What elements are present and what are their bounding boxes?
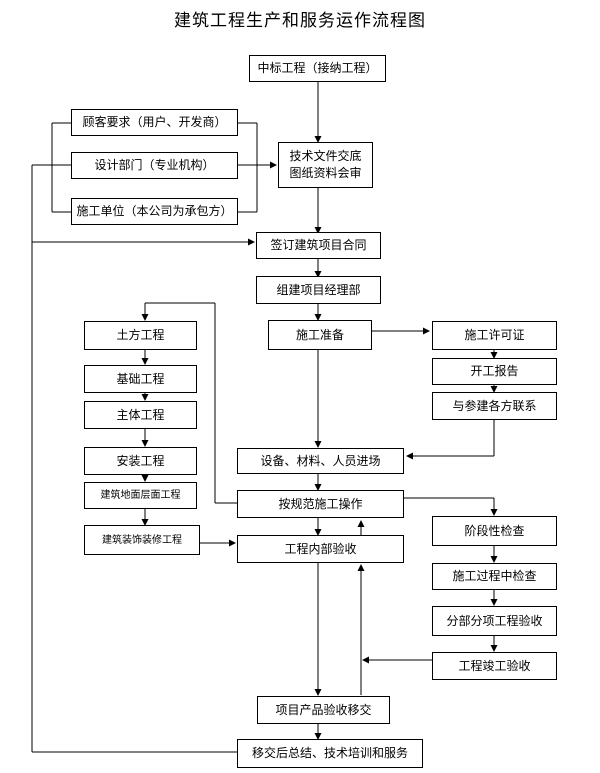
entry-box: 设备、材料、人员进场 <box>237 448 404 474</box>
earthwork-box: 土方工程 <box>84 321 197 350</box>
bid-box: 中标工程（接纳工程） <box>249 55 386 82</box>
customer-requirement-box: 顾客要求（用户、开发商） <box>71 109 238 136</box>
standard-operation-box: 按规范施工操作 <box>237 490 404 518</box>
project-dept-box: 组建项目经理部 <box>256 276 381 304</box>
tech-disclosure-line-1: 技术文件交底 <box>289 149 362 163</box>
handover-box: 项目产品验收移交 <box>257 696 390 724</box>
tech-disclosure-box: 技术文件交底 图纸资料会审 <box>278 142 373 188</box>
contract-box: 签订建筑项目合同 <box>256 232 381 259</box>
contact-parties-box: 与参建各方联系 <box>432 392 557 420</box>
page-title: 建筑工程生产和服务运作流程图 <box>174 11 426 31</box>
design-dept-box: 设计部门（专业机构） <box>71 152 238 179</box>
stage-inspection-box: 阶段性检查 <box>432 516 557 546</box>
installation-box: 安装工程 <box>84 447 197 475</box>
permit-box: 施工许可证 <box>432 321 557 350</box>
summary-service-box: 移交后总结、技术培训和服务 <box>237 739 423 768</box>
subitem-acceptance-box: 分部分项工程验收 <box>432 606 557 636</box>
foundation-box: 基础工程 <box>84 365 197 393</box>
process-inspection-box: 施工过程中检查 <box>432 563 557 590</box>
main-structure-box: 主体工程 <box>84 401 197 429</box>
internal-acceptance-box: 工程内部验收 <box>237 535 404 563</box>
construction-prep-box: 施工准备 <box>268 320 372 350</box>
tech-disclosure-line-2: 图纸资料会审 <box>289 166 362 180</box>
floor-works-box: 建筑地面层面工程 <box>84 482 197 509</box>
construction-unit-box: 施工单位（本公司为承包方） <box>71 198 238 225</box>
decoration-box: 建筑装饰装修工程 <box>84 525 200 555</box>
completion-acceptance-box: 工程竣工验收 <box>432 652 557 680</box>
start-report-box: 开工报告 <box>432 358 557 385</box>
